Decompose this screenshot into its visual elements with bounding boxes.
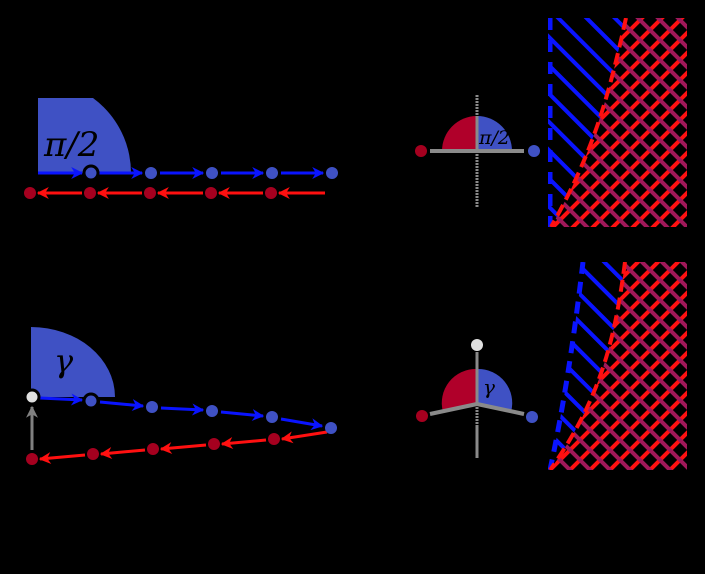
top-blue-hatch-region [548,18,626,227]
bottom-center-gray-node [471,339,483,351]
bottom-blue-dashed-boundary [548,262,586,470]
top-chain-diagram: π/2 [24,98,338,199]
bottom-center-red-node [416,410,428,422]
bottom-cross-hatch-region [550,262,687,470]
bottom-center-diagram: γ [416,339,538,458]
bottom-red-node-3 [208,438,220,450]
top-blue-node-4 [326,167,338,179]
top-red-dashed-boundary [549,18,628,227]
top-red-node-3 [205,187,217,199]
bottom-center-label: γ [483,375,495,399]
bottom-red-node-0 [26,453,38,465]
top-red-node-0 [24,187,36,199]
bottom-center-red-halfdisc [441,368,477,412]
bottom-red-dashed-boundary [548,262,627,470]
bottom-wedge [31,327,115,397]
bottom-chain-diagram: γ [23,327,337,465]
top-blue-node-2 [206,167,218,179]
bottom-blue-arrows [39,393,324,431]
top-blue-node-1 [145,167,157,179]
bottom-red-node-1 [87,448,99,460]
bottom-blue-node-0 [82,392,100,410]
bottom-blue-hatch-region [550,262,625,470]
top-center-red-halfdisc [442,116,477,151]
top-right-region-plot [548,18,687,227]
top-center-blue-node [528,145,540,157]
bottom-wedge-label: γ [54,342,74,380]
top-center-red-node [415,145,427,157]
top-blue-node-0 [82,164,100,182]
bottom-blue-node-3 [266,411,278,423]
top-wedge-label: π/2 [43,125,99,165]
top-center-blue-halfdisc [477,116,512,151]
top-red-node-1 [84,187,96,199]
bottom-red-node-4 [268,433,280,445]
bottom-blue-node-1 [146,401,158,413]
bottom-blue-node-4 [325,422,337,434]
top-red-node-2 [144,187,156,199]
top-wedge [38,98,131,173]
top-center-label: π/2 [478,127,510,149]
top-blue-node-3 [266,167,278,179]
bottom-gray-node [23,388,41,406]
bottom-center-blue-node [526,411,538,423]
bottom-blue-node-2 [206,405,218,417]
bottom-red-node-2 [147,443,159,455]
top-cross-hatch-region [551,18,687,227]
top-red-node-4 [265,187,277,199]
bottom-center-blue-halfdisc [477,368,513,412]
bottom-right-region-plot [548,262,687,470]
bottom-red-arrows [38,430,328,465]
top-center-diagram: π/2 [415,95,540,208]
